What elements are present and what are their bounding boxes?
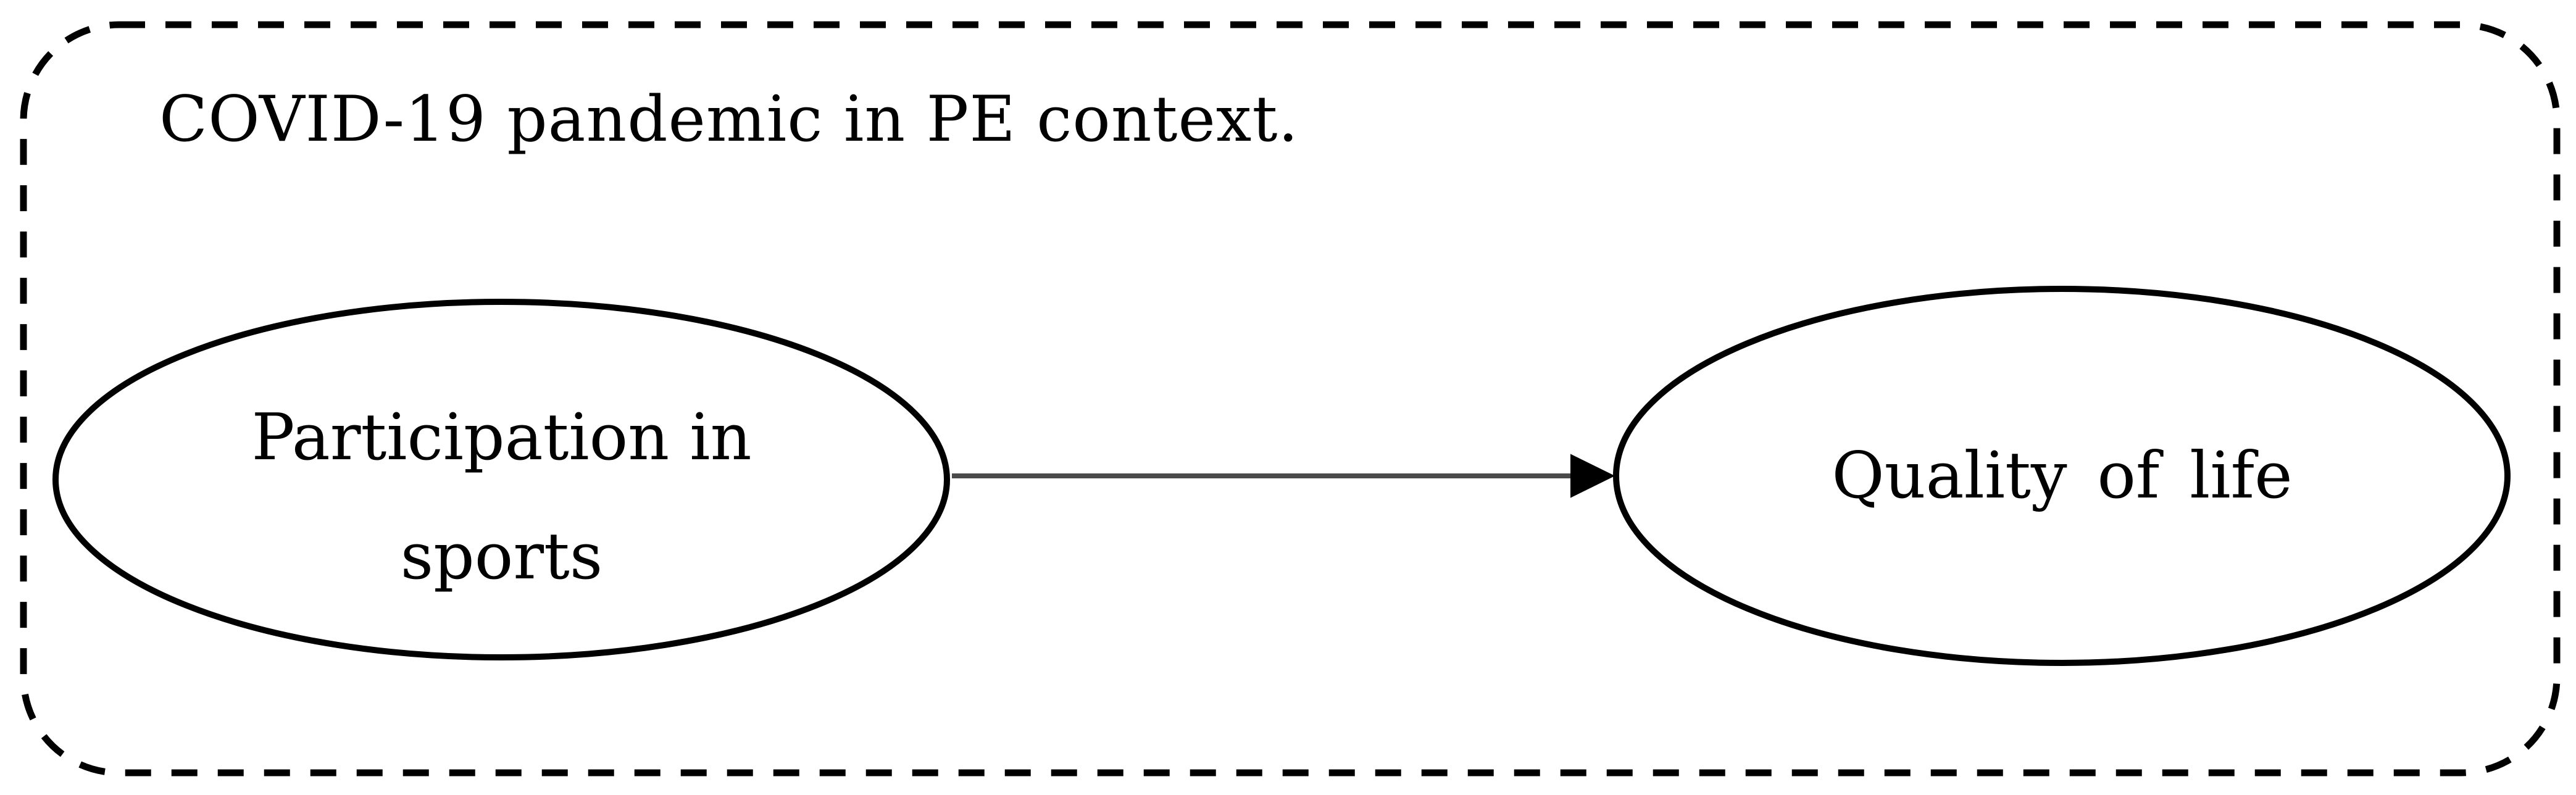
node-participation-line-2: sports <box>400 518 603 594</box>
node-quality-of-life: Quality of life <box>1832 438 2293 514</box>
dashed-boundary-box <box>20 21 2561 776</box>
effect-arrowhead-icon <box>1570 454 1615 498</box>
participation-ellipse <box>52 299 950 660</box>
node-participation-line-1: Participation in <box>251 399 752 475</box>
quality-of-life-ellipse <box>1613 286 2511 666</box>
context-label: COVID-19 pandemic in PE context. <box>159 83 1299 156</box>
node-participation-in-sports: Participation in sports <box>52 301 951 659</box>
